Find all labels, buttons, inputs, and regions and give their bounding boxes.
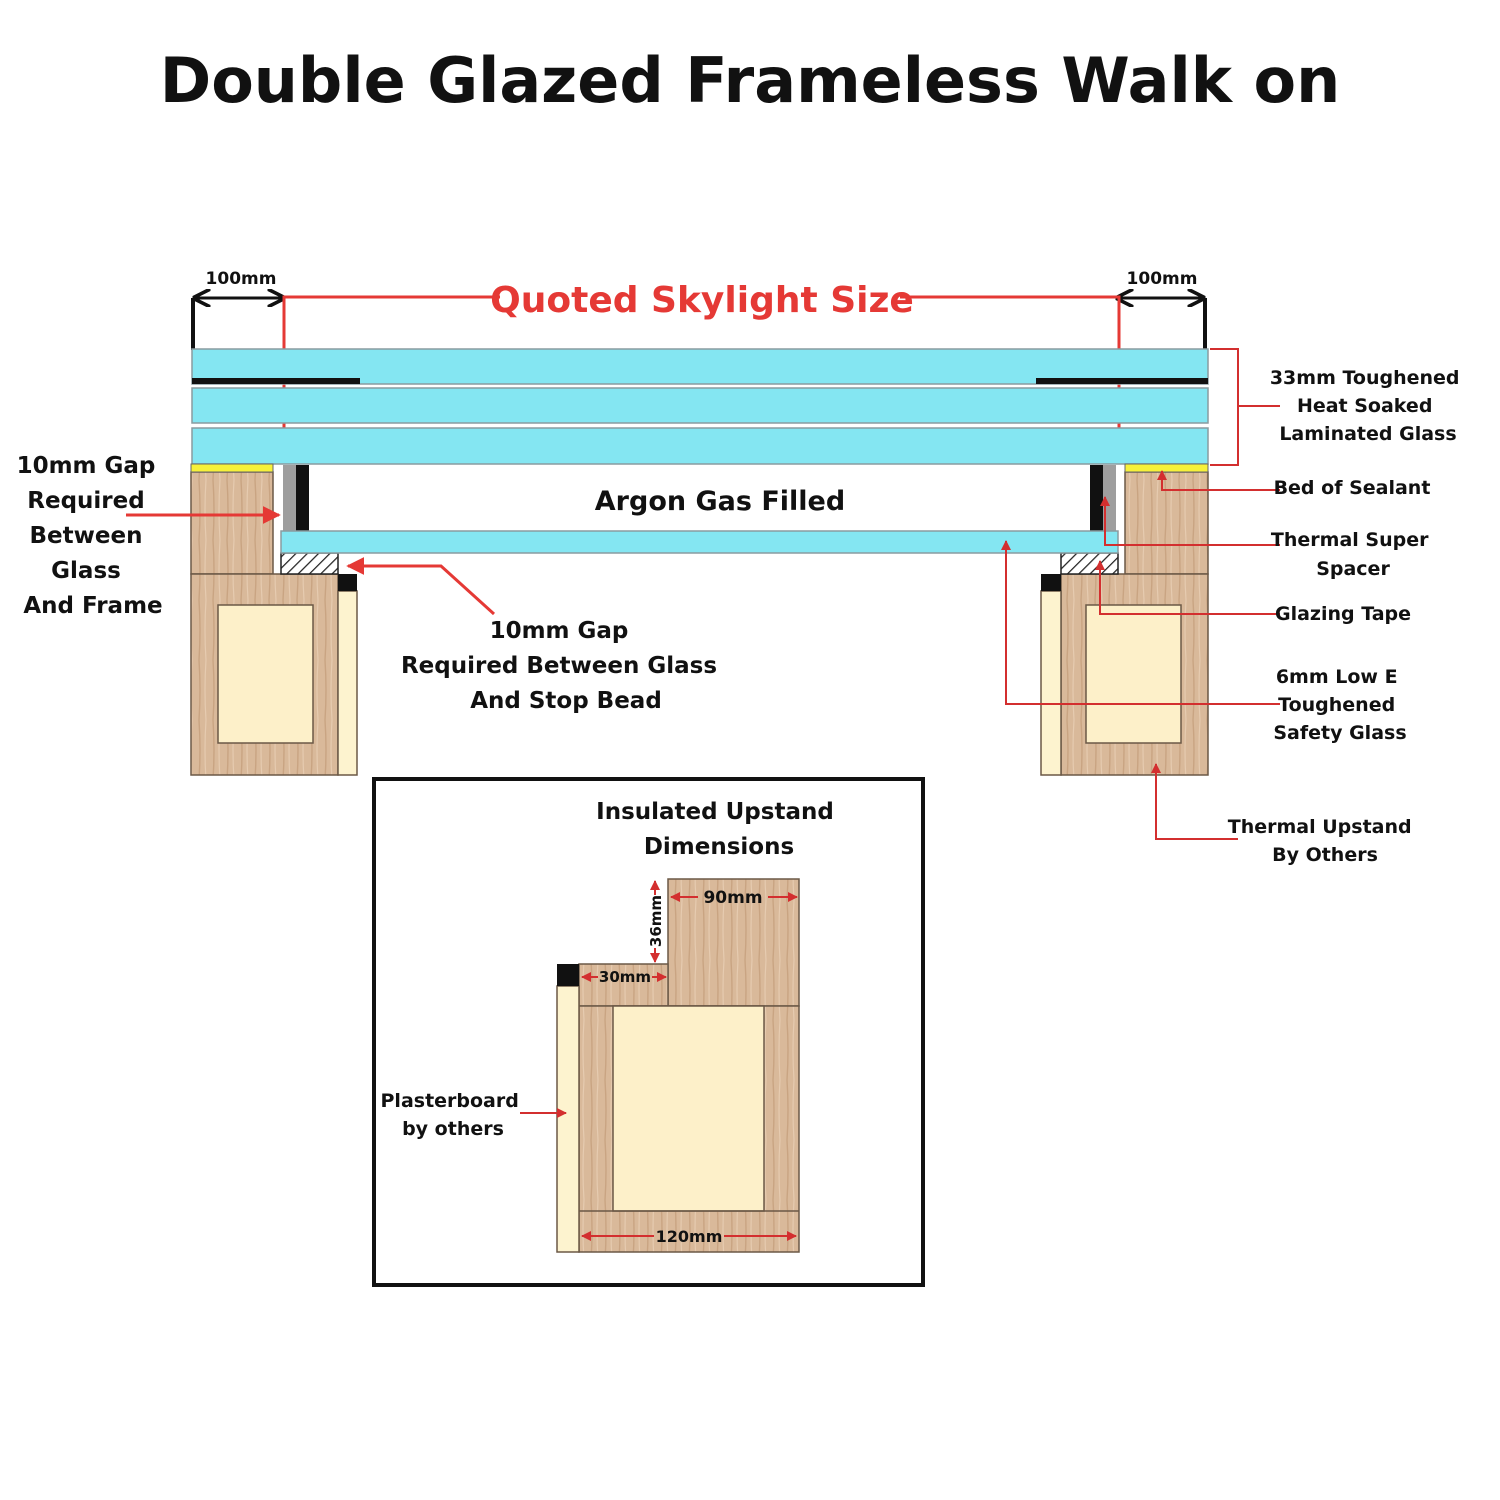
plasterboard-label: Plasterboard by others	[381, 1090, 526, 1140]
sealant-leader	[1157, 470, 1280, 491]
lowe-label: 6mm Low E Toughened Safety Glass	[1273, 666, 1406, 744]
left-stop-bead	[338, 574, 357, 591]
gap-bead-leader	[346, 557, 496, 616]
dim-step-h-label: 36mm	[647, 895, 665, 947]
inset-plasterboard	[556, 985, 580, 1253]
spacer-label: Thermal Super Spacer	[1271, 529, 1435, 580]
laminated-glass-layer-3	[191, 427, 1209, 465]
inset-stop-bead	[557, 964, 579, 986]
lowe-leader	[1001, 540, 1280, 705]
dim-top-label: 90mm	[703, 888, 762, 908]
dim-base-label: 120mm	[656, 1227, 723, 1246]
left-margin-label: 100mm	[206, 269, 277, 289]
left-glazing-tape	[280, 552, 339, 575]
low-e-inner-glass	[280, 530, 1119, 554]
right-plasterboard	[1040, 590, 1062, 776]
left-spacer-black	[296, 465, 309, 531]
left-spacer-grey	[283, 465, 296, 531]
right-glazing-tape	[1060, 552, 1119, 575]
left-plasterboard	[337, 590, 358, 776]
sealant-label: Bed of Sealant	[1274, 477, 1431, 499]
right-edge-print	[1036, 378, 1208, 384]
argon-cavity-label: Argon Gas Filled	[595, 486, 845, 517]
inset-upstand-top	[667, 878, 800, 1007]
upstand-leader	[1151, 763, 1238, 840]
laminated-brace	[1210, 348, 1239, 466]
page-title: Double Glazed Frameless Walk on	[160, 44, 1341, 117]
inset-box	[372, 777, 925, 1287]
tape-leader	[1095, 560, 1280, 615]
tape-label: Glazing Tape	[1275, 603, 1411, 625]
right-stop-bead	[1041, 574, 1061, 591]
upstand-label: Thermal Upstand By Others	[1228, 816, 1418, 866]
laminated-label: 33mm Toughened Heat Soaked Laminated Gla…	[1270, 367, 1466, 445]
right-frame-insulation	[1085, 604, 1182, 744]
spacer-leader	[1100, 496, 1280, 546]
left-sealant-bed	[190, 463, 274, 473]
dim-step-w-label: 30mm	[599, 968, 651, 986]
left-frame-top-block	[190, 471, 274, 575]
left-edge-print	[192, 378, 360, 384]
right-frame-top-block	[1124, 471, 1209, 575]
laminated-glass-layer-2	[191, 387, 1209, 424]
inset-title: Insulated Upstand Dimensions	[596, 799, 842, 860]
quoted-size-label: Quoted Skylight Size	[490, 280, 914, 321]
left-frame-insulation	[217, 604, 314, 744]
gap-bead-label: 10mm Gap Required Between Glass And Stop…	[401, 618, 725, 714]
right-spacer-black	[1090, 465, 1103, 531]
gap-frame-label: 10mm Gap Required Between Glass And Fram…	[17, 453, 164, 619]
inset-insulation	[612, 1005, 765, 1212]
right-sealant-bed	[1124, 463, 1209, 473]
right-margin-label: 100mm	[1127, 269, 1198, 289]
